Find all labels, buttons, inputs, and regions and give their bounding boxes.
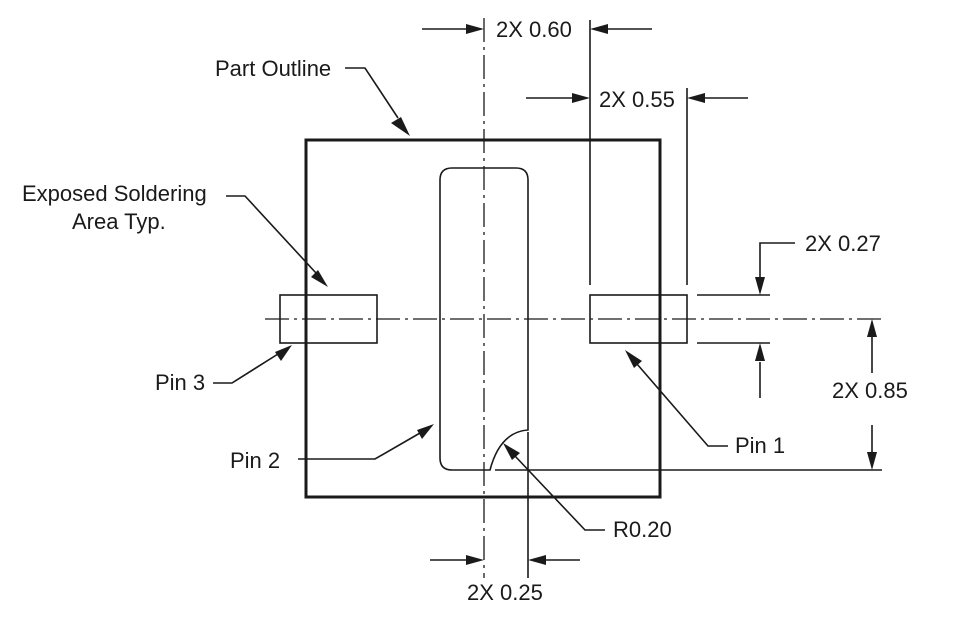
part-outline-arrow [391, 117, 410, 136]
dim-085-arrow-top [867, 319, 877, 337]
pin2-pad [439, 167, 529, 471]
dim-055-arrow-left [572, 93, 590, 103]
dim-027-leader-top [759, 242, 795, 278]
dim-055-label: 2X 0.55 [599, 87, 675, 112]
pin1-leader [636, 363, 728, 447]
pin2-leader [298, 432, 421, 460]
radius-arrow [503, 443, 520, 460]
dim-027-arrow-top [755, 277, 765, 295]
pin1-label: Pin 1 [735, 433, 785, 458]
dim-060-arrow-right [590, 24, 608, 34]
dim-027-label: 2X 0.27 [805, 231, 881, 256]
dim-027-arrow-bottom [755, 343, 765, 361]
dim-060-arrow-left [466, 24, 484, 34]
dim-055-arrow-right [687, 93, 705, 103]
dim-025-arrow-right [528, 555, 546, 565]
pin3-arrow [275, 345, 292, 361]
pin2-label: Pin 2 [230, 448, 280, 473]
pin2-arrow [417, 424, 434, 439]
dim-060-label: 2X 0.60 [496, 17, 572, 42]
pin3-leader [213, 353, 279, 384]
exposed-area-label-line1: Exposed Soldering [22, 181, 207, 206]
dim-085-arrow-bottom [867, 452, 877, 470]
part-outline-leader [345, 67, 399, 119]
exposed-area-arrow [311, 270, 328, 287]
radius-leader [514, 455, 605, 531]
pin3-label: Pin 3 [155, 370, 205, 395]
pin1-arrow [625, 350, 642, 368]
dim-025-label: 2X 0.25 [467, 580, 543, 605]
part-outline-label: Part Outline [215, 56, 331, 81]
exposed-area-label-line2: Area Typ. [72, 209, 166, 234]
dim-025-arrow-left [466, 555, 484, 565]
exposed-area-leader [226, 195, 317, 274]
radius-label: R0.20 [613, 517, 672, 542]
dim-085-label: 2X 0.85 [832, 378, 908, 403]
